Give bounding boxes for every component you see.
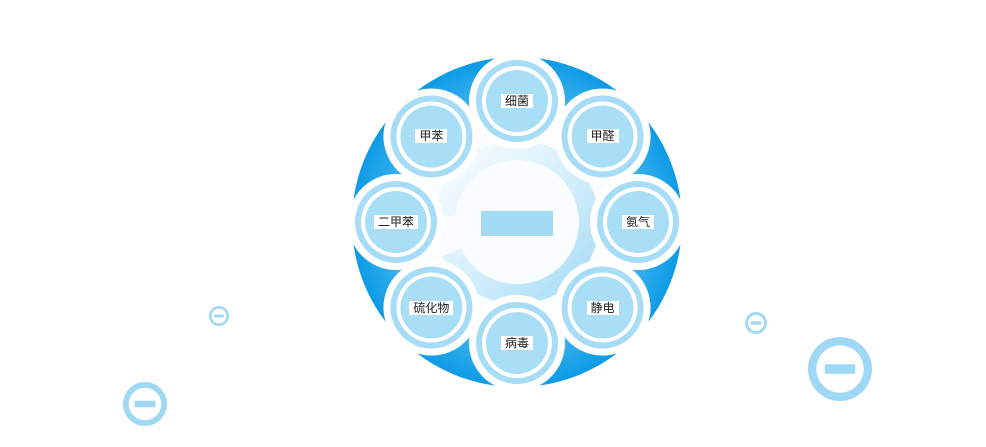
minus-small-left-icon	[209, 306, 229, 326]
node-label-xylene: 二甲苯	[373, 215, 419, 229]
minus-large-right-icon	[808, 337, 872, 401]
minus-large-left-icon	[123, 382, 167, 426]
node-label-formaldehyde: 甲醛	[586, 129, 619, 144]
minus-small-right-icon	[745, 312, 767, 334]
node-label-bacteria: 细菌	[500, 94, 534, 108]
node-label-ammonia: 氨气	[621, 215, 655, 229]
node-label-static: 静电	[586, 300, 619, 315]
node-label-sulfide: 硫化物	[409, 300, 454, 315]
center-minus-icon	[481, 211, 553, 236]
floating-minus-group	[123, 306, 872, 426]
node-label-virus: 病毒	[500, 336, 534, 350]
node-label-toluene: 甲苯	[415, 129, 448, 144]
